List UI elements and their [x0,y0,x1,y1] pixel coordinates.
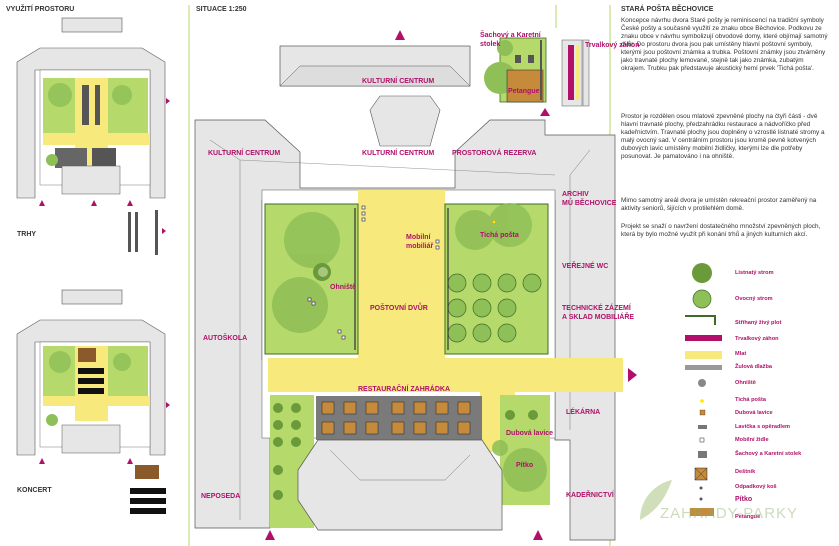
project-title: STARÁ POŠTA BĚCHOVICE [621,6,714,13]
label-sachovy-stolek: Šachový a Karetní [480,32,541,39]
legend-label: Tichá pošta [735,397,766,403]
legend-label: Petangue [735,514,761,520]
label-mobilni: Mobilní [406,234,431,241]
umbrellas [321,401,471,435]
usage-plan-small-2 [16,289,170,464]
hedge-icon [685,315,716,325]
legend-label: Šachový a Karetní stolek [735,451,802,457]
label-kulturni-centrum-top: KULTURNÍ CENTRUM [362,78,435,85]
petanque-icon [690,508,714,516]
legend-label: Listnatý strom [735,270,774,276]
chess-table-icon [698,451,707,458]
concert-title: KONCERT [17,487,52,494]
label-pitko: Pítko [516,462,534,469]
label-postovni-dvur: POŠTOVNÍ DVŮR [370,305,428,312]
main-plan [194,30,637,541]
granite-paving-icon [685,365,722,370]
watermark-logo [640,480,672,520]
watermark-text: ZAHRADY-PARKY [660,505,799,522]
legend-label: Mlat [735,351,747,357]
legend-label: Ovocný strom [735,296,773,302]
deciduous-trees [272,203,547,492]
legend-label: Žulová dlažba [735,364,772,370]
label-restauracni-zahradka: RESTAURAČNÍ ZAHRÁDKA [358,386,451,393]
usage-plan-small-1 [16,17,170,206]
legend-label: Dubová lavice [735,410,773,416]
label-petangue: Petangue [508,88,540,95]
legend-label: Pítko [735,496,753,503]
description-paragraph-3: Mimo samotný areál dvora je umístěn rekr… [621,197,817,213]
mobile-chair-icon [699,437,705,443]
gravel-path-icon [685,351,722,359]
label-dubova-lavice: Dubová lavice [506,430,554,437]
label-archiv-mu: MÚ BĚCHOVICE [562,200,617,207]
legend-label: Trvalkový záhon [735,336,779,342]
hedge-trees [273,403,538,500]
whisper-tube-icon [700,399,704,403]
deciduous-tree-icon [692,263,712,283]
label-verejne-wc: VEŘEJNÉ WC [562,263,609,270]
fire-pit-icon [698,379,706,387]
label-ohniste: Ohniště [330,284,357,291]
fruit-tree-icon [692,289,712,309]
label-trvalkovy-zahon: Trvalkový záhon [585,42,640,49]
label-kulturni-centrum-mid: KULTURNÍ CENTRUM [362,150,435,157]
description-paragraph-1: Koncepce návrhu dvora Staré pošty je rem… [621,17,828,73]
senior-area-inset [484,37,590,116]
legend-label: Stříhaný živý plot [735,320,782,326]
legend-label: Ohniště [735,380,756,386]
fruit-trees [447,273,542,343]
perennial-bed-icon [685,335,722,341]
label-ticha-posta: Tichá pošta [480,232,519,239]
concert-stage [130,465,166,514]
label-archiv: ARCHIV [562,191,589,198]
label-kadernictvi: KADEŘNICTVÍ [566,492,614,499]
drinking-fountain-icon [699,497,703,501]
legend-label: Mobilní židle [735,437,769,443]
legend-icons [685,263,722,516]
label-lekarna: LÉKÁRNA [566,409,601,416]
label-sachovy-stolek-2: stolek [480,41,501,48]
label-mobiliar: mobiliář [406,243,434,250]
legend-label: Deštník [735,469,756,475]
usage-title: VYUŽITÍ PROSTORU [6,6,75,13]
market-stalls [128,210,166,255]
label-neposeda: NEPOSEDA [201,493,241,500]
description-paragraph-2: Prostor je rozdělen osou mlatové zpevněn… [621,113,825,161]
label-prostorova-rezerva: PROSTOROVÁ REZERVA [452,150,537,157]
legend-label: Odpadkový koš [735,484,777,490]
waste-bin-icon [699,486,703,490]
legend-label: Lavička s opěradlem [735,424,791,430]
market-title: TRHY [17,231,37,238]
label-autoskola: AUTOŠKOLA [203,335,248,342]
bench-backrest-icon [698,425,707,429]
description-paragraph-4: Projekt se snaží o navržení dostatečného… [621,223,821,239]
label-kulturni-centrum-left: KULTURNÍ CENTRUM [208,150,281,157]
situation-title: SITUACE 1:250 [196,6,247,13]
label-technicke-zazemi: TECHNICKÉ ZÁZEMÍ [562,305,631,312]
oak-bench-icon [699,409,706,416]
label-sklad-mobiliare: A SKLAD MOBILIÁŘE [562,314,635,321]
